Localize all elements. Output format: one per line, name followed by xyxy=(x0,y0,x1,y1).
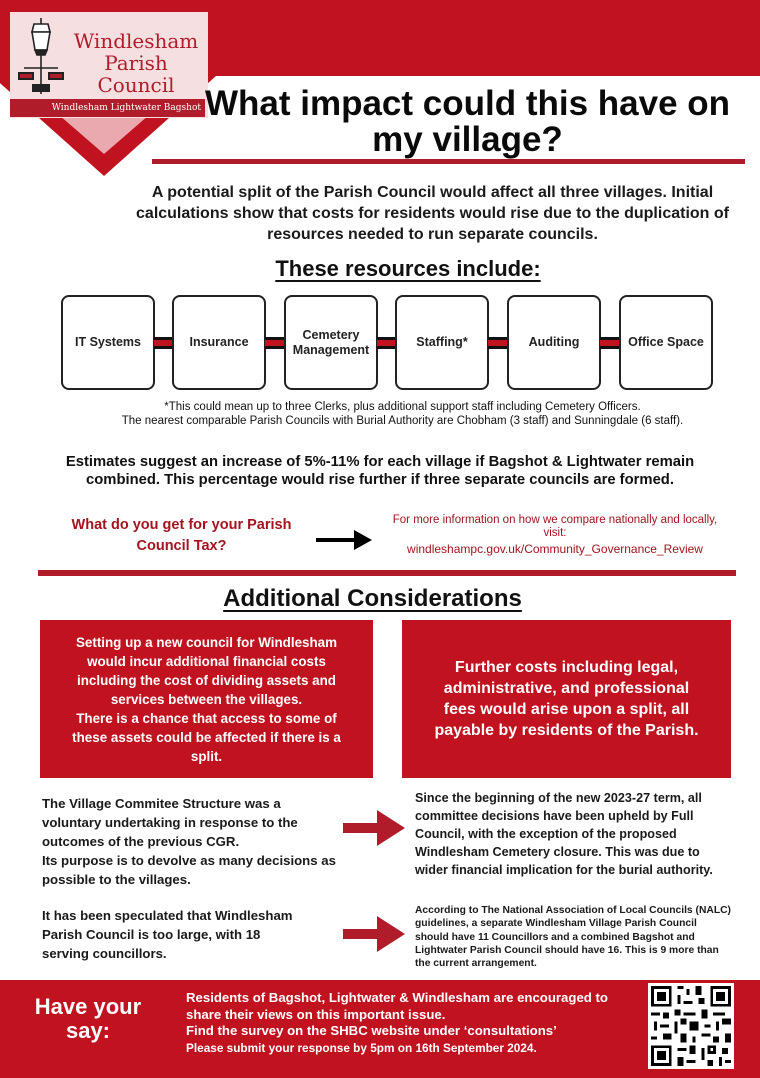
arrow-right-icon xyxy=(343,810,405,846)
footer-deadline: Please submit your response by 5pm on 16… xyxy=(186,1040,537,1055)
footer-line1: Residents of Bagshot, Lightwater & Windl… xyxy=(186,990,608,1022)
estimate-text: Estimates suggest an increase of 5%-11% … xyxy=(65,454,695,488)
qr-code-icon[interactable] xyxy=(648,983,734,1069)
resource-connector xyxy=(265,337,285,349)
resource-connector xyxy=(377,337,397,349)
lamp-post-logo-icon xyxy=(18,18,64,94)
resource-connector xyxy=(154,337,174,349)
more-info: For more information on how we compare n… xyxy=(380,514,730,558)
arrow-right-icon xyxy=(343,916,405,952)
village-committee-p1: The Village Commitee Structure was a vol… xyxy=(42,796,298,849)
term-decisions-text: Since the beginning of the new 2023-27 t… xyxy=(415,791,713,877)
cost-box-left-p1: Setting up a new council for Windlesham … xyxy=(75,634,338,707)
footer-band xyxy=(0,980,760,1078)
resource-connector xyxy=(600,337,620,349)
village-committee-text: The Village Commitee Structure was a vol… xyxy=(42,794,342,889)
cost-box-left-p2: There is a chance that access to some of… xyxy=(72,710,341,764)
intro-text: A potential split of the Parish Council … xyxy=(136,184,729,243)
more-info-link[interactable]: windleshampc.gov.uk/Community_Governance… xyxy=(407,542,703,556)
resource-box: Auditing xyxy=(507,295,601,390)
footer-line2: Find the survey on the SHBC website unde… xyxy=(186,1023,557,1038)
page-title: What impact could this have on my villag… xyxy=(204,84,731,159)
resource-box: Cemetery Management xyxy=(284,295,378,390)
logo-villages: Windlesham Lightwater Bagshot xyxy=(10,99,205,117)
section-divider xyxy=(38,570,736,576)
logo-name: Windlesham Parish Council xyxy=(66,30,206,96)
more-info-text: For more information on how we compare n… xyxy=(392,514,718,539)
title-divider xyxy=(152,159,745,164)
tax-question: What do you get for your Parish Council … xyxy=(71,517,292,554)
logo-name-line2: Parish Council xyxy=(97,51,175,97)
additional-heading: Additional Considerations xyxy=(223,585,522,612)
resources-heading: These resources include: xyxy=(275,256,541,281)
footer-title: Have your say: xyxy=(34,994,142,1043)
cost-box-left: Setting up a new council for Windlesham … xyxy=(40,620,373,778)
speculated-text: It has been speculated that Windlesham P… xyxy=(42,908,293,961)
nalc-guidelines-text: According to The National Association of… xyxy=(415,905,731,970)
arrow-right-icon xyxy=(316,530,372,550)
resource-box: Insurance xyxy=(172,295,266,390)
village-committee-p2: Its purpose is to devolve as many decisi… xyxy=(42,853,336,887)
resource-connector xyxy=(488,337,508,349)
resource-box: Staffing* xyxy=(395,295,489,390)
resource-box: Office Space xyxy=(619,295,713,390)
logo-name-line1: Windlesham xyxy=(73,29,199,53)
resource-box: IT Systems xyxy=(61,295,155,390)
footer-text: Residents of Bagshot, Lightwater & Windl… xyxy=(186,990,626,1056)
cost-box-right: Further costs including legal, administr… xyxy=(402,620,731,778)
staffing-footnote: *This could mean up to three Clerks, plu… xyxy=(30,400,760,428)
footnote-line2: The nearest comparable Parish Councils w… xyxy=(121,415,684,427)
footnote-line1: *This could mean up to three Clerks, plu… xyxy=(164,401,641,413)
